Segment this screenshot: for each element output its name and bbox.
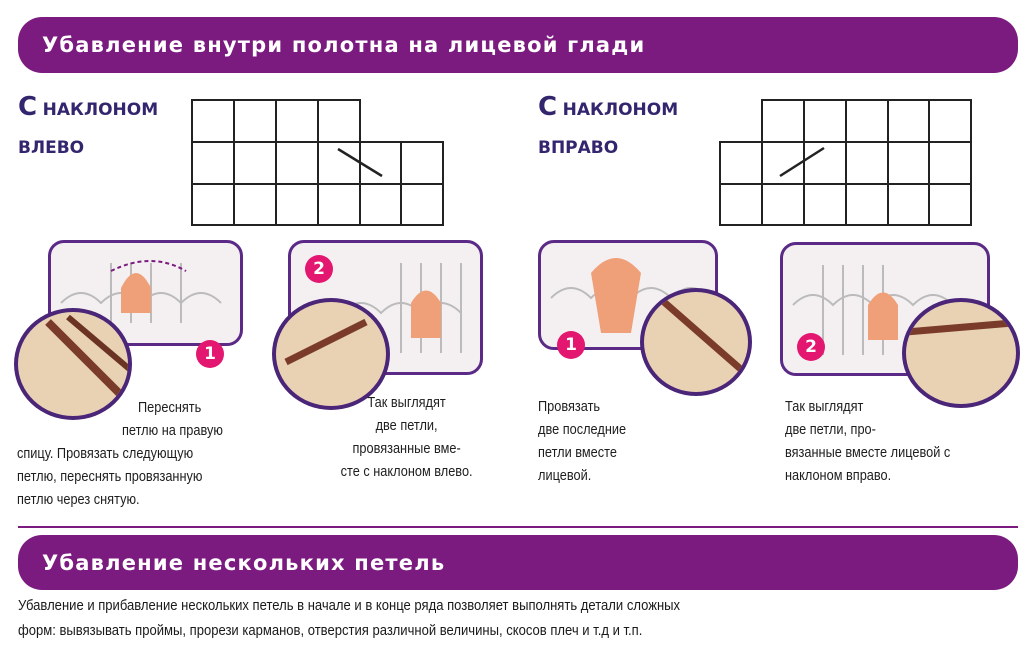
body-line: Убавление и прибавление нескольких петел… [18,598,681,614]
caption-line: петлю через снятую. [17,492,140,508]
caption-line: две последние [538,422,627,438]
heading-right-slant: С НАКЛОНОМ ВПРАВО [538,88,678,167]
photo-left-step2 [272,298,390,410]
caption-left-step2: Так выглядят две петли, провязанные вме-… [323,392,490,484]
caption-line: провязанные вме- [352,441,461,457]
caption-line: две петли, [375,418,438,434]
section-divider [18,526,1018,528]
section-title: Убавление нескольких петель [42,550,446,575]
caption-line: петли вместе [538,445,617,461]
caption-line: две петли, про- [785,422,876,438]
photo-left-step1 [14,308,132,420]
caption-line: петлю, переснять провязанную [17,469,203,485]
left-slant-symbol [337,147,383,178]
heading-line2: ВЛЕВО [18,138,85,158]
caption-line: петлю на правую [122,423,223,439]
caption-line: сте с наклоном влево. [340,464,473,480]
caption-line: Так выглядят [785,399,864,415]
step-badge: 2 [797,333,825,361]
step-badge: 2 [305,255,333,283]
caption-line: Провязать [538,399,601,415]
heading-cap: С [538,92,558,122]
photo-right-step1 [640,288,752,396]
caption-line: Переснять [138,400,202,416]
step-badge: 1 [196,340,224,368]
knitting-stitches-illustration [60,260,222,323]
caption-right-step2: Так выглядят две петли, про- вязанные вм… [785,396,950,488]
section-title: Убавление внутри полотна на лицевой глад… [42,33,646,57]
caption-line: спицу. Провязать следующую [17,446,194,462]
step-badge: 1 [557,331,585,359]
section-banner-decrease-inside: Убавление внутри полотна на лицевой глад… [18,17,1018,73]
caption-line: наклоном вправо. [785,468,892,484]
heading-cap: С [18,92,38,122]
heading-rest: НАКЛОНОМ [42,100,159,120]
heading-line2: ВПРАВО [538,138,619,158]
body-line: форм: вывязывать проймы, прорези кармано… [18,623,643,639]
caption-left-step1-a: Переснять [138,397,201,420]
section2-body: Убавление и прибавление нескольких петел… [18,594,680,644]
heading-rest: НАКЛОНОМ [562,100,679,120]
caption-left-step1-c: спицу. Провязать следующую петлю, пересн… [17,443,202,512]
caption-right-step1: Провязать две последние петли вместе лиц… [538,396,626,488]
chart-grid-right-slant [719,99,972,226]
photo-right-step2 [902,298,1020,408]
caption-left-step1-b: петлю на правую [122,420,223,443]
caption-line: Так выглядят [367,395,446,411]
section-banner-multiple-decrease: Убавление нескольких петель [18,535,1018,590]
heading-left-slant: С НАКЛОНОМ ВЛЕВО [18,88,158,167]
right-slant-symbol [779,146,825,178]
knitting-stitches-illustration [792,265,954,355]
caption-line: лицевой. [538,468,592,484]
chart-grid-left-slant [191,99,444,226]
caption-line: вязанные вместе лицевой с [785,445,951,461]
